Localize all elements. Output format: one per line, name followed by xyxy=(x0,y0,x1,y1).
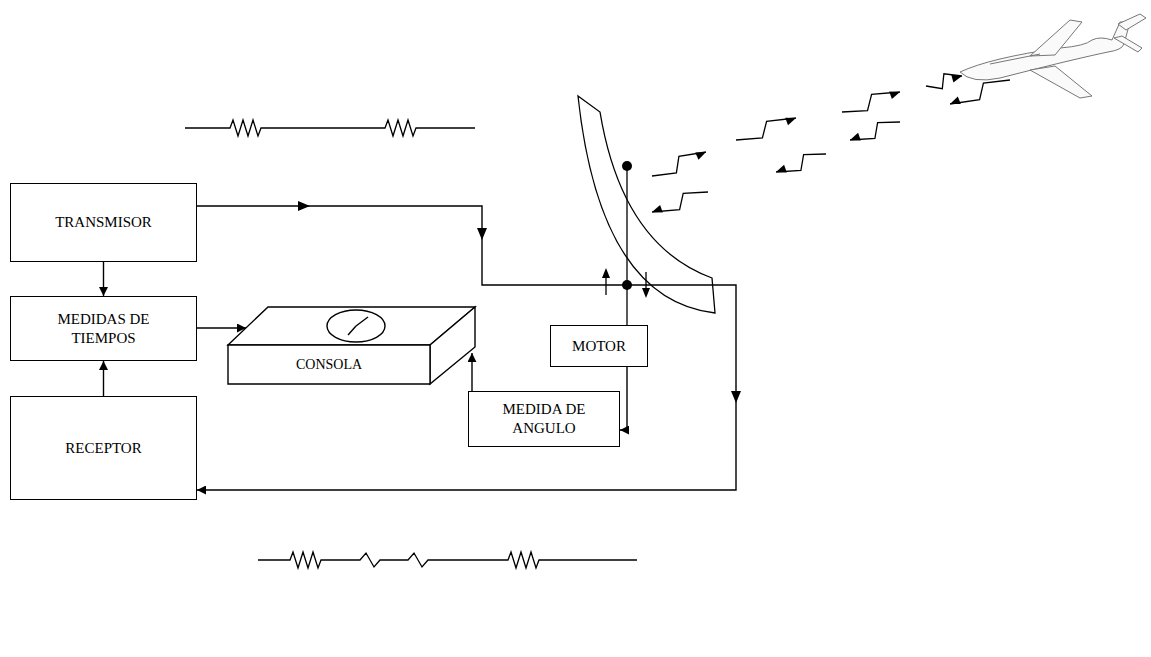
radar-wave xyxy=(652,192,708,212)
radar-wave-head xyxy=(951,75,962,83)
node-label: TRANSMISOR xyxy=(51,211,156,234)
antenna-dish xyxy=(578,96,715,313)
radar-wave-head xyxy=(652,205,663,213)
radar-wave xyxy=(850,122,900,140)
feed-dot xyxy=(622,161,632,171)
radar-wave-head xyxy=(950,97,961,104)
radar-wave xyxy=(950,80,1010,104)
radar-wave xyxy=(652,152,706,176)
radar-wave-head xyxy=(776,165,787,173)
process-box: MEDIDA DE ANGULO xyxy=(468,391,620,447)
process-box: RECEPTOR xyxy=(10,396,197,500)
antenna-feed xyxy=(626,166,627,325)
process-box: MEDIDAS DE TIEMPOS xyxy=(10,296,197,361)
radar-wave xyxy=(776,154,826,172)
signal-connector xyxy=(620,367,627,430)
radar-wave xyxy=(842,92,900,112)
node-label: MEDIDA DE ANGULO xyxy=(475,398,613,440)
radar-wave-head xyxy=(785,118,796,126)
console-box: CONSOLA xyxy=(228,305,475,385)
signal-connector xyxy=(471,353,472,391)
console-outline xyxy=(228,305,475,385)
radar-wave-head xyxy=(889,92,900,100)
signal-arrowhead xyxy=(602,268,610,278)
signal-connector xyxy=(197,327,246,328)
node-label: RECEPTOR xyxy=(61,437,145,460)
process-box: TRANSMISOR xyxy=(10,183,197,262)
node-label: MOTOR xyxy=(568,335,630,358)
radar-wave-head xyxy=(850,133,861,141)
resistor-symbol xyxy=(185,120,475,136)
resistor-symbol xyxy=(258,552,637,568)
radar-wave xyxy=(736,118,796,140)
process-box: MOTOR xyxy=(550,325,648,367)
airplane xyxy=(960,14,1146,98)
signal-connector xyxy=(103,262,104,296)
signal-connector xyxy=(103,361,104,396)
radar-wave xyxy=(926,74,962,89)
node-label: MEDIDAS DE TIEMPOS xyxy=(25,308,183,350)
signal-connector xyxy=(197,206,736,490)
signal-arrowhead xyxy=(642,288,650,298)
radar-wave-head xyxy=(695,152,706,160)
node-label: CONSOLA xyxy=(292,354,366,376)
